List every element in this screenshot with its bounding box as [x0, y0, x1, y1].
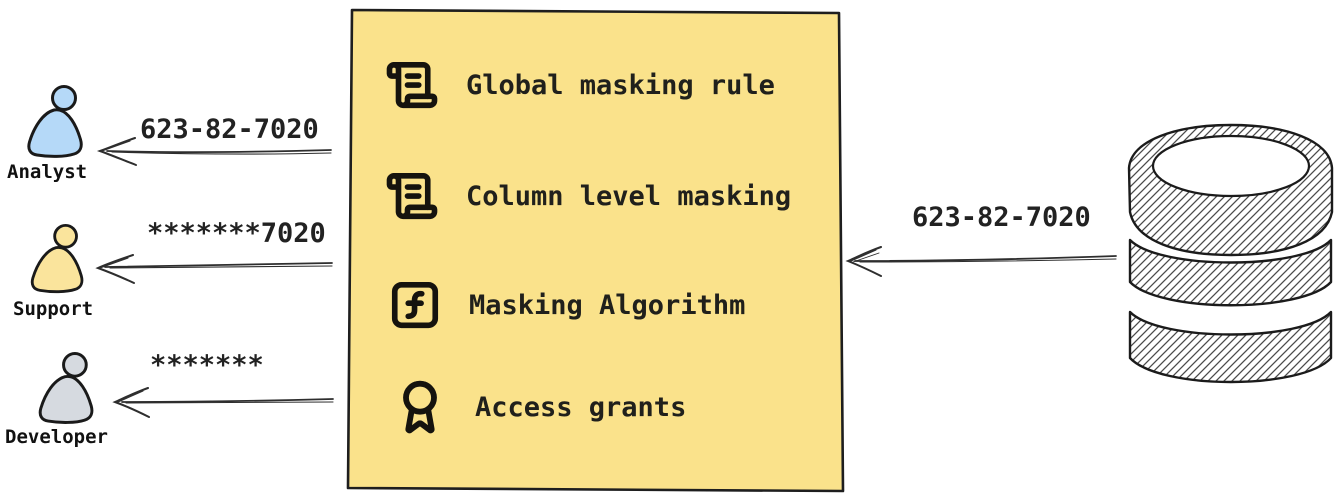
database-sent-value: 623-82-7020 — [912, 202, 1091, 233]
scroll-text-icon — [386, 61, 438, 109]
analyst-person-icon — [27, 85, 83, 158]
developer-label: Developer — [5, 426, 108, 448]
database-icon — [1127, 123, 1334, 384]
arrow-from-database — [845, 246, 1117, 277]
masking-box-item: Access grants — [392, 379, 686, 435]
masking-box-item-label: Masking Algorithm — [469, 289, 746, 321]
analyst-label: Analyst — [7, 161, 88, 183]
arrow-to-support — [95, 254, 333, 284]
analyst-received-value: 623-82-7020 — [140, 114, 319, 145]
developer-received-value: ******* — [150, 350, 264, 381]
arrow-to-developer — [112, 387, 334, 418]
function-square-icon — [391, 281, 439, 329]
support-person-icon — [30, 223, 84, 294]
masking-box-item: Column level masking — [385, 168, 791, 224]
arrow-to-analyst — [96, 137, 332, 166]
support-received-value: *******7020 — [147, 218, 326, 249]
support-label: Support — [13, 298, 94, 320]
developer-person-icon — [38, 351, 94, 424]
masking-box-item-label: Column level masking — [466, 180, 792, 212]
masking-box — [346, 8, 845, 493]
masking-box-item-label: Global masking rule — [466, 69, 775, 101]
scroll-text-icon — [386, 172, 438, 220]
award-icon — [403, 380, 437, 434]
masking-box-item: Global masking rule — [385, 57, 775, 113]
masking-box-item-label: Access grants — [475, 391, 687, 423]
masking-box-item: Masking Algorithm — [388, 277, 745, 333]
